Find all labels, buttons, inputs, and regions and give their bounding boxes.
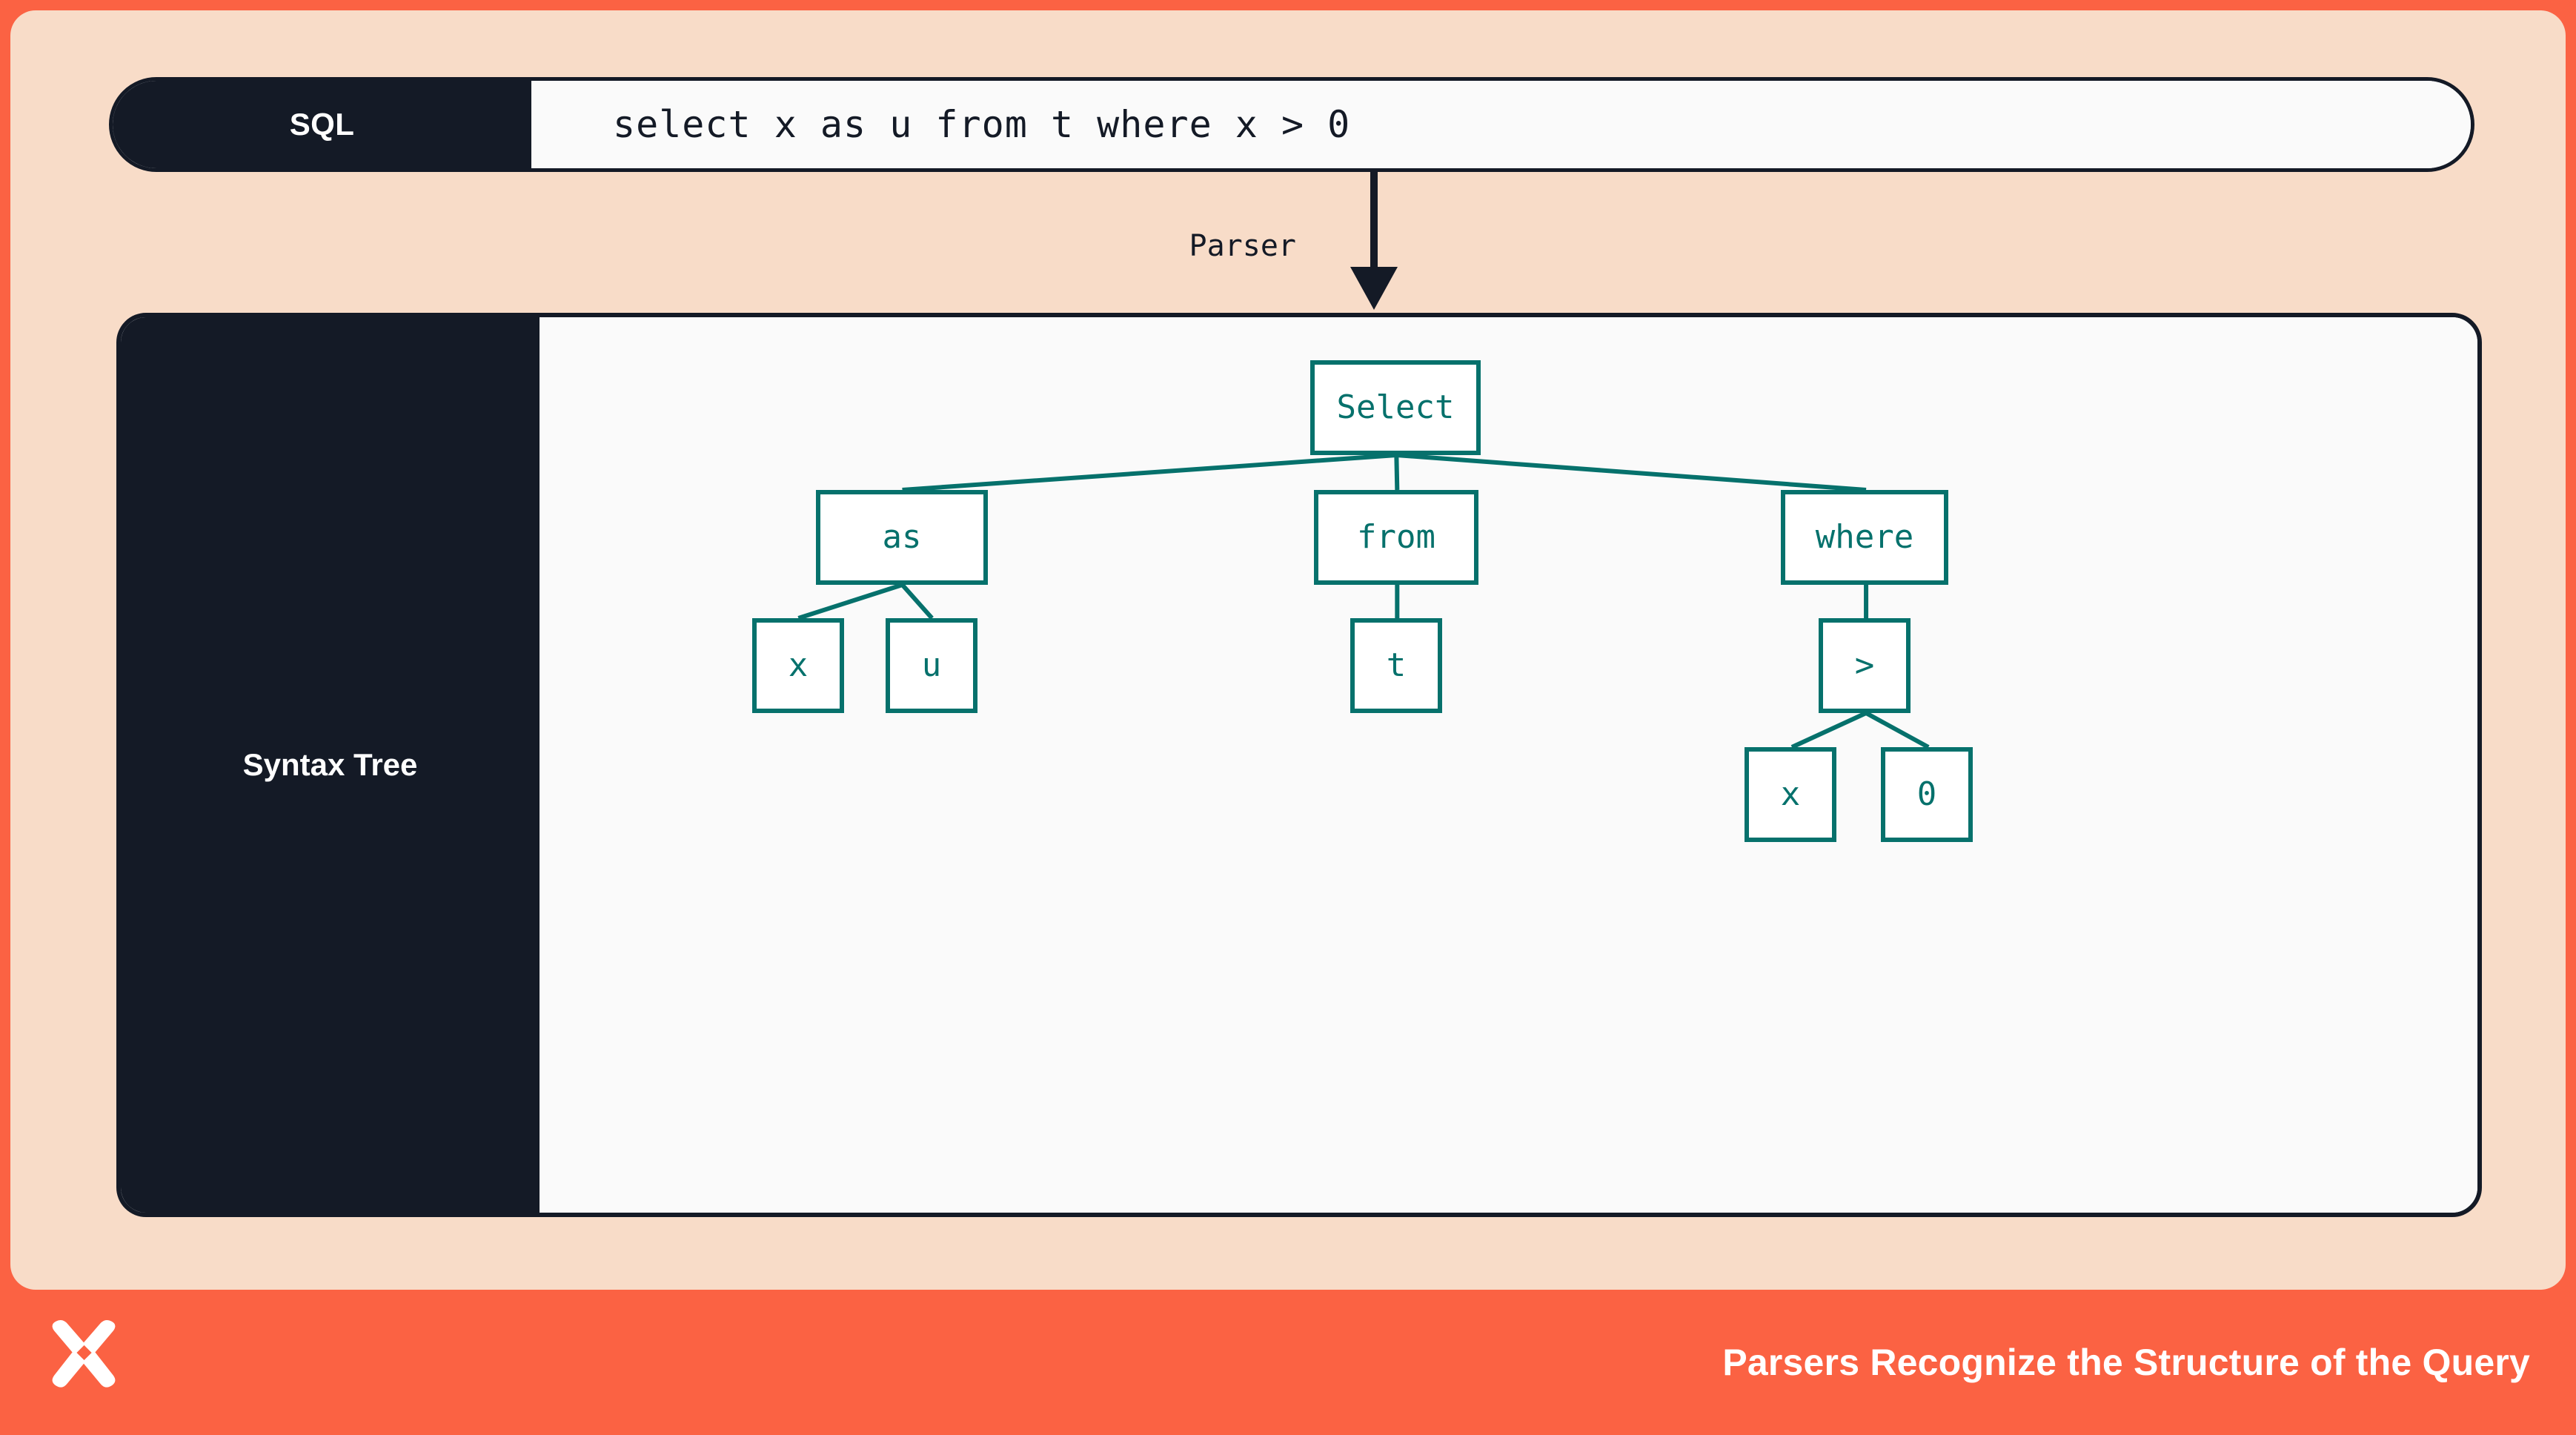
tree-edge: [900, 583, 934, 620]
tree-edges: [797, 453, 1930, 749]
syntax-tree-panel: Syntax Tree Select as from where x u t > x 0: [116, 313, 2482, 1217]
tree-node-label: Select: [1336, 388, 1455, 426]
sql-query-text[interactable]: select x as u from t where x > 0: [531, 81, 2471, 168]
tree-node-label: 0: [1916, 775, 1937, 813]
sql-row: SQL select x as u from t where x > 0: [109, 77, 2474, 172]
tree-node-zero[interactable]: 0: [1881, 747, 1973, 842]
tree-node-t[interactable]: t: [1350, 618, 1442, 713]
tree-node-select[interactable]: Select: [1310, 360, 1481, 455]
tree-edge: [1865, 711, 1930, 749]
tree-edge: [1394, 454, 1400, 491]
sql-row-label: SQL: [113, 81, 531, 168]
syntax-tree-canvas: Select as from where x u t > x 0: [540, 317, 2477, 1213]
tree-edge: [1396, 453, 1867, 492]
tree-node-u[interactable]: u: [886, 618, 977, 713]
tree-node-label: from: [1357, 518, 1435, 556]
tree-edge: [797, 583, 903, 620]
tree-edge: [1790, 711, 1868, 749]
tree-node-from[interactable]: from: [1314, 490, 1478, 585]
tree-node-as[interactable]: as: [816, 490, 988, 585]
parser-label: Parser: [1189, 229, 1297, 263]
down-arrow-icon: [1350, 172, 1398, 310]
tree-node-label: >: [1854, 646, 1875, 684]
tree-node-gt[interactable]: >: [1819, 618, 1911, 713]
tree-node-x2[interactable]: x: [1745, 747, 1836, 842]
tree-node-label: as: [882, 518, 922, 556]
tree-node-label: x: [788, 646, 809, 684]
tree-node-label: u: [921, 646, 942, 684]
tree-node-label: where: [1815, 518, 1914, 556]
tree-edge: [902, 453, 1397, 492]
footer-bar: Parsers Recognize the Structure of the Q…: [0, 1290, 2576, 1435]
footer-tagline: Parsers Recognize the Structure of the Q…: [1722, 1342, 2530, 1383]
x-mark-logo: [52, 1320, 116, 1388]
tree-node-where[interactable]: where: [1781, 490, 1948, 585]
tree-node-label: x: [1780, 775, 1801, 813]
content-canvas: SQL select x as u from t where x > 0 Par…: [10, 10, 2566, 1290]
tree-node-x1[interactable]: x: [752, 618, 844, 713]
syntax-tree-panel-label: Syntax Tree: [121, 317, 540, 1213]
tree-node-label: t: [1386, 646, 1407, 684]
